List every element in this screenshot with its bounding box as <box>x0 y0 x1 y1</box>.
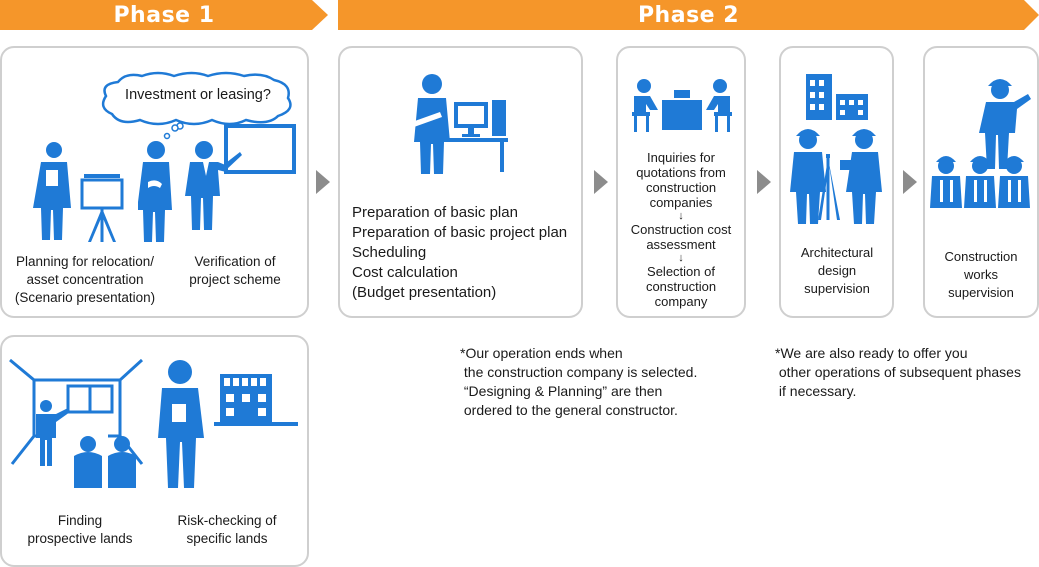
basic-plan-list: Preparation of basic plan Preparation of… <box>352 203 567 303</box>
risk-label: Risk-checking of specific lands <box>160 512 294 548</box>
basic-plan-item: (Budget presentation) <box>352 284 497 301</box>
verification-label-line: Verification of <box>194 254 276 269</box>
basic-plan-item: Preparation of basic project plan <box>352 224 568 241</box>
quotation-step-1-line: quotations from <box>636 165 726 180</box>
thinking-man-icon <box>138 141 172 242</box>
construction-label-line: Construction <box>944 249 1018 264</box>
presenter-easel-icon <box>33 142 124 242</box>
room-meeting-icon <box>9 358 144 488</box>
risk-label-line: Risk-checking of <box>177 513 277 528</box>
quotation-step-3-line: company <box>654 294 708 309</box>
speech-bubble-text: Investment or leasing? <box>125 87 271 103</box>
quotation-step-1-line: companies <box>649 195 713 210</box>
architectural-label: Architectural design supervision <box>784 244 890 298</box>
basic-plan-item: Preparation of basic plan <box>352 204 518 221</box>
phase-1-banner: Phase 1 <box>0 0 328 30</box>
quotation-step-3-line: Selection of <box>647 264 715 279</box>
finding-label-line: prospective lands <box>27 531 133 546</box>
risk-label-line: specific lands <box>186 531 268 546</box>
construction-label-line: supervision <box>948 285 1014 300</box>
down-arrow-icon: ↓ <box>678 252 684 264</box>
architectural-label-line: supervision <box>804 281 870 296</box>
verification-label: Verification of project scheme <box>176 253 294 289</box>
construction-label: Construction works supervision <box>928 248 1034 302</box>
flow-arrow-icon <box>316 170 330 194</box>
finding-label-line: Finding <box>57 513 103 528</box>
ready-to-offer-note: *We are also ready to offer you other op… <box>775 345 1021 399</box>
architectural-label-line: Architectural <box>800 245 874 260</box>
quotation-step-1: Inquiries for quotations from constructi… <box>620 150 742 309</box>
architectural-label-line: design <box>817 263 857 278</box>
meeting-table-icon <box>632 79 732 132</box>
operation-ends-note: *Our operation ends when the constructio… <box>460 345 698 418</box>
flow-arrow-icon <box>757 170 771 194</box>
basic-plan-item: Cost calculation <box>352 264 458 281</box>
planning-label-line: asset concentration <box>26 272 144 287</box>
office-worker-computer-icon <box>412 74 508 174</box>
construction-label-line: works <box>964 267 998 282</box>
thinking-dots-icon <box>163 124 179 140</box>
surveyors-buildings-icon <box>790 74 882 224</box>
phase-1-label: Phase 1 <box>113 2 215 28</box>
basic-plan-item: Scheduling <box>352 244 427 261</box>
down-arrow-icon: ↓ <box>678 210 684 222</box>
speech-bubble-icon <box>101 71 292 130</box>
basic-plan-box <box>338 46 583 318</box>
planning-label-line: Planning for relocation/ <box>15 254 155 269</box>
planning-label-line: (Scenario presentation) <box>14 290 156 305</box>
board-presenter-icon <box>185 124 296 230</box>
flow-arrow-icon <box>903 170 917 194</box>
flow-arrow-icon <box>594 170 608 194</box>
inspector-building-icon <box>158 360 298 488</box>
phase-2-banner: Phase 2 <box>338 0 1039 30</box>
planning-label: Planning for relocation/ asset concentra… <box>4 253 166 307</box>
quotation-step-3-line: construction <box>645 279 717 294</box>
quotation-step-2-line: assessment <box>646 237 716 252</box>
finding-label: Finding prospective lands <box>10 512 150 548</box>
verification-label-line: project scheme <box>189 272 281 287</box>
quotation-step-2-line: Construction cost <box>630 222 732 237</box>
quotation-step-1-line: Inquiries for <box>647 150 715 165</box>
construction-workers-icon <box>930 79 1031 208</box>
phase-2-label: Phase 2 <box>637 2 740 28</box>
quotation-step-1-line: construction <box>645 180 717 195</box>
